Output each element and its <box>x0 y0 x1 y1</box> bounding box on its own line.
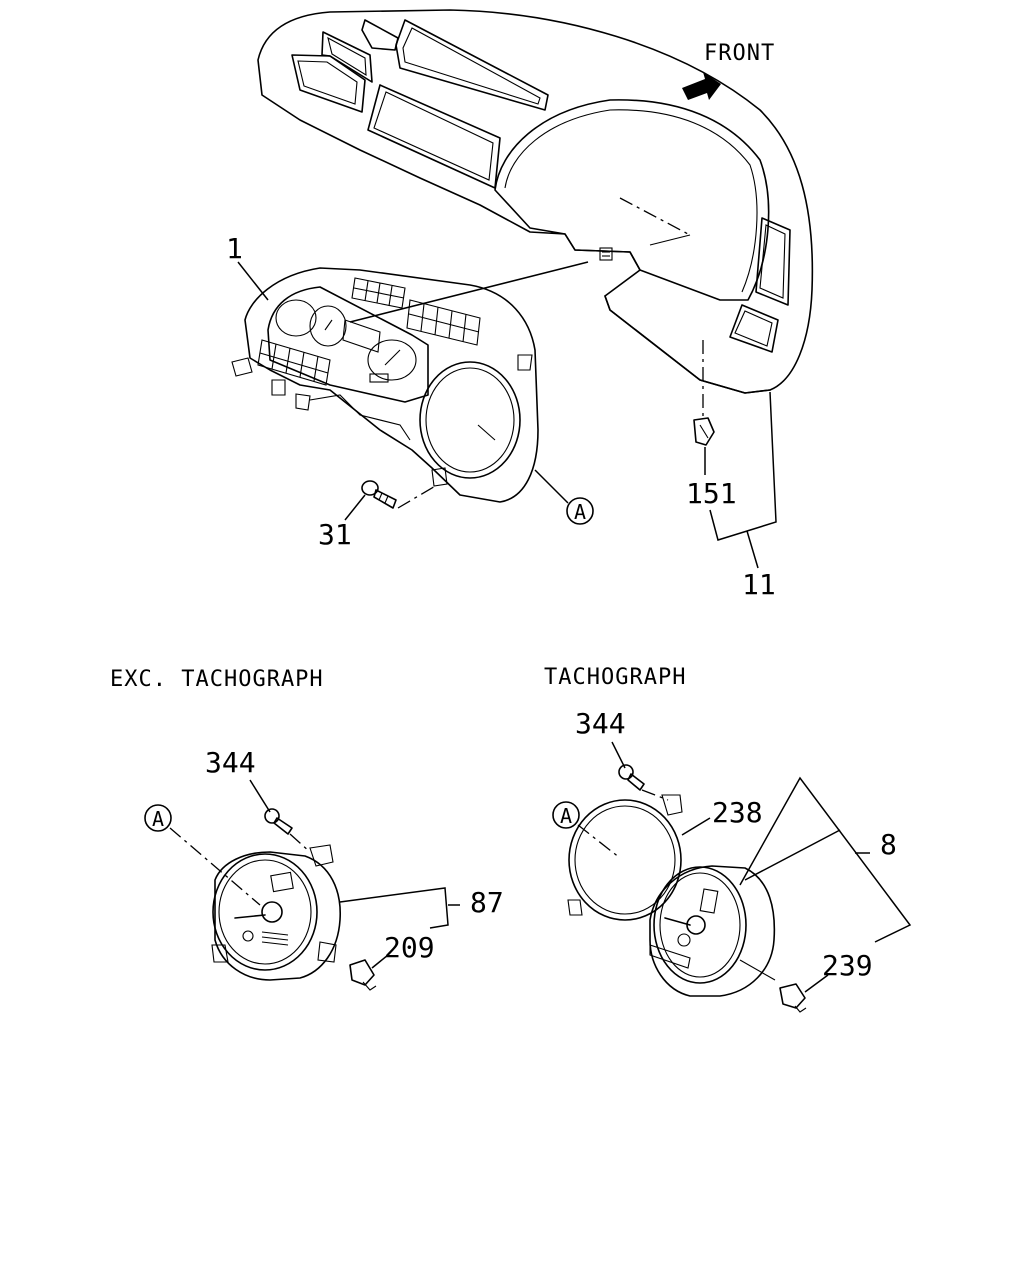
screw-icon <box>361 480 397 509</box>
warning-lamp-grid-icon <box>257 277 481 386</box>
instrument-cluster <box>231 267 539 503</box>
bulb-socket-icon <box>779 983 807 1013</box>
part-11-label: 11 <box>742 568 776 601</box>
screw-icon <box>618 764 645 791</box>
part-344-left-label: 344 <box>205 746 256 779</box>
callout-a-right-text: A <box>560 804 572 828</box>
part-238-label: 238 <box>712 796 763 829</box>
part-31-label: 31 <box>318 518 352 551</box>
callout-a-top-text: A <box>574 500 586 524</box>
callout-a-top: A <box>566 497 594 525</box>
part-209-label: 209 <box>384 931 435 964</box>
part-344-right-label: 344 <box>575 707 626 740</box>
part-151-label: 151 <box>686 477 737 510</box>
clip-icon <box>693 417 715 446</box>
callout-a-right: A <box>552 801 580 829</box>
callout-a-left-text: A <box>152 807 164 831</box>
part-1-label: 1 <box>226 232 243 265</box>
speedometer-meter <box>211 844 341 981</box>
part-239-label: 239 <box>822 949 873 982</box>
screw-icon <box>264 808 293 835</box>
front-label: FRONT <box>704 41 775 66</box>
section-tachograph: TACHOGRAPH <box>544 665 686 690</box>
section-exc-tachograph: EXC. TACHOGRAPH <box>110 667 324 692</box>
callout-a-left: A <box>144 804 172 832</box>
part-8-label: 8 <box>880 828 897 861</box>
front-arrow-icon <box>682 72 721 100</box>
dashboard-panel <box>257 9 814 394</box>
bulb-socket-icon <box>349 959 377 991</box>
meter-bezel <box>567 794 683 921</box>
part-87-label: 87 <box>470 886 504 919</box>
tachometer-meter <box>649 865 776 997</box>
